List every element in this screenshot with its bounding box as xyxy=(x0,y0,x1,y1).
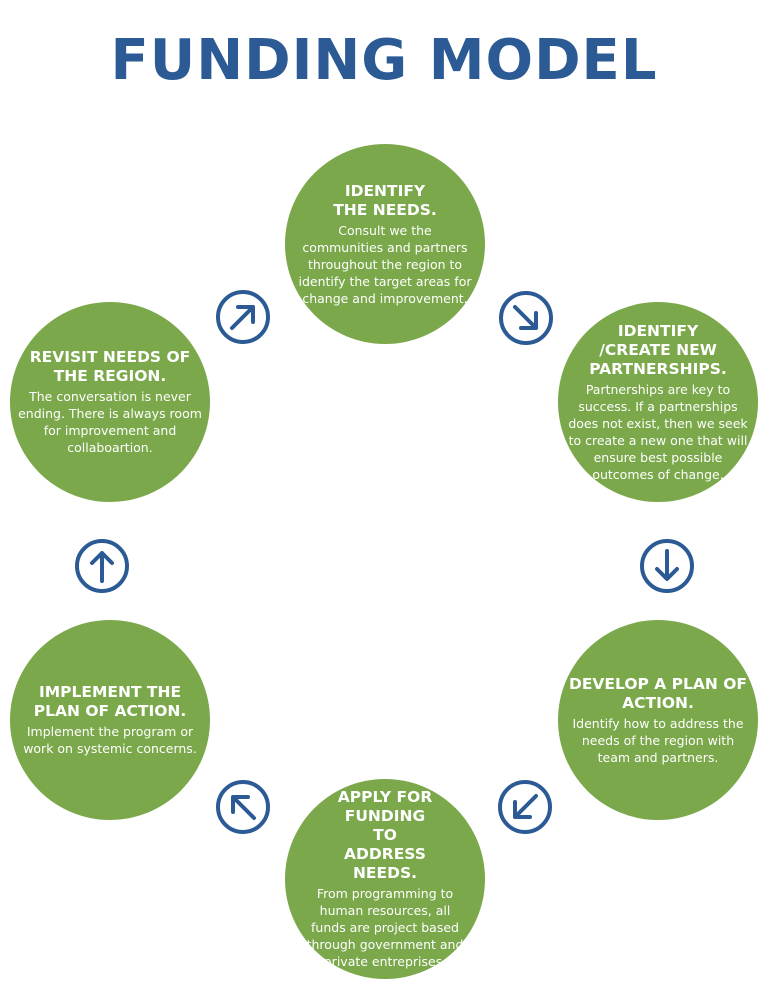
step-implement-plan: IMPLEMENT THE PLAN OF ACTION. Implement … xyxy=(10,620,210,820)
step-heading: REVISIT NEEDS OF THE REGION. xyxy=(29,348,191,385)
step-description: Partnerships are key to success. If a pa… xyxy=(568,381,748,482)
step-create-partnerships: IDENTIFY /CREATE NEW PARTNERSHIPS. Partn… xyxy=(558,302,758,502)
step-description: Identify how to address the needs of the… xyxy=(572,715,744,765)
arrow-up-icon xyxy=(75,539,129,593)
step-description: From programming to human resources, all… xyxy=(306,886,464,969)
step-heading: DEVELOP A PLAN OF ACTION. xyxy=(568,674,748,712)
arrow-down-icon xyxy=(640,539,694,593)
step-description: The conversation is never ending. There … xyxy=(18,389,202,455)
arrow-up-right-icon xyxy=(216,290,270,344)
step-description: Consult we the communities and partners … xyxy=(298,222,472,306)
step-description: Implement the program or work on systemi… xyxy=(23,724,197,756)
step-develop-plan: DEVELOP A PLAN OF ACTION. Identify how t… xyxy=(558,620,758,820)
step-heading: IDENTIFY THE NEEDS. xyxy=(333,181,437,219)
arrow-down-left-icon xyxy=(498,780,552,834)
step-heading: IMPLEMENT THE PLAN OF ACTION. xyxy=(33,683,187,720)
arrow-up-left-icon xyxy=(216,780,270,834)
step-revisit-needs: REVISIT NEEDS OF THE REGION. The convers… xyxy=(10,302,210,502)
step-identify-needs: IDENTIFY THE NEEDS. Consult we the commu… xyxy=(285,144,485,344)
page-title: FUNDING MODEL xyxy=(110,28,658,93)
arrow-down-right-icon xyxy=(499,291,553,345)
step-heading: APPLY FOR FUNDING TO ADDRESS NEEDS. xyxy=(337,788,433,882)
step-heading: IDENTIFY /CREATE NEW PARTNERSHIPS. xyxy=(589,321,727,378)
step-apply-funding: APPLY FOR FUNDING TO ADDRESS NEEDS. From… xyxy=(285,779,485,979)
